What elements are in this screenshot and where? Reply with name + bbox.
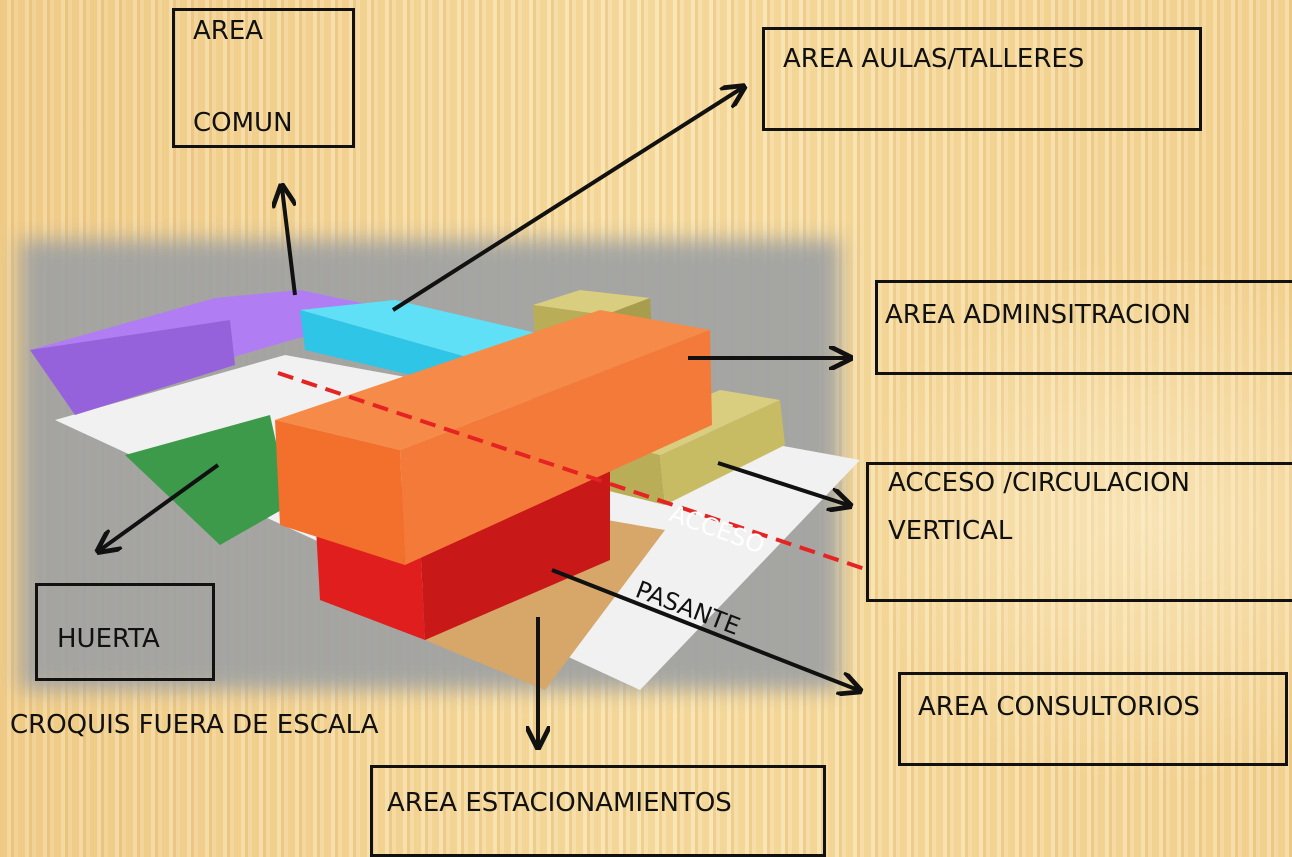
area-acceso-label-line1: ACCESO /CIRCULACION — [888, 468, 1190, 498]
area-comun-box — [172, 8, 355, 148]
area-administracion-box — [875, 280, 1292, 375]
orange-block-side — [400, 330, 712, 565]
red-block-side — [420, 470, 610, 640]
area-administracion-label: AREA ADMINSITRACION — [885, 300, 1191, 330]
area-acceso-box — [866, 462, 1292, 602]
area-acceso-label-line2: VERTICAL — [888, 516, 1013, 546]
arrow-huerta — [100, 463, 220, 550]
croquis-caption: CROQUIS FUERA DE ESCALA — [10, 710, 379, 740]
area-aulas-label: AREA AULAS/TALLERES — [783, 44, 1085, 74]
arrow-acceso — [717, 461, 848, 505]
orange-block-front — [275, 420, 405, 565]
garden-block — [125, 415, 290, 545]
purple-block-front — [30, 320, 235, 415]
area-estacionamientos-box — [370, 765, 826, 857]
area-estacionamientos-label: AREA ESTACIONAMIENTOS — [387, 788, 732, 818]
arrow-aulas — [391, 88, 742, 312]
huerta-box — [35, 583, 215, 681]
area-comun-label-line1: AREA — [193, 16, 264, 46]
cyan-block-top — [300, 300, 545, 358]
area-comun-label-line2: COMUN — [193, 108, 293, 138]
orange-block-top — [275, 310, 710, 450]
arrow-comun — [282, 188, 297, 296]
olive-lower-block-side — [660, 400, 785, 505]
olive-top-block-top — [533, 290, 650, 315]
huerta-label: HUERTA — [57, 624, 160, 654]
access-dashed-line — [277, 371, 869, 572]
area-consultorios-label: AREA CONSULTORIOS — [918, 692, 1200, 722]
area-aulas-box — [762, 27, 1202, 131]
area-consultorios-box — [898, 672, 1288, 766]
arrow-consultorios — [551, 568, 858, 690]
